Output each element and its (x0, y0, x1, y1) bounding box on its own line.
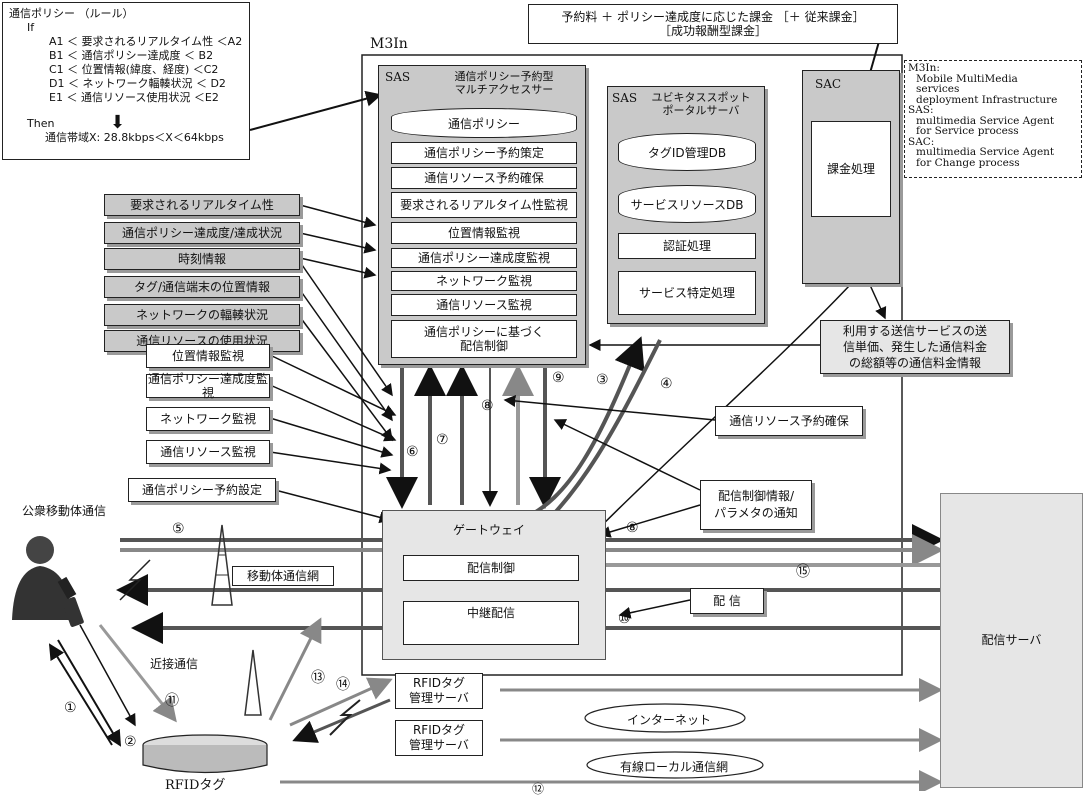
billing-process: 課金処理 (811, 121, 891, 217)
sas1-item: ネットワーク監視 (391, 271, 577, 291)
legend-line: SAS: (908, 104, 934, 116)
lightning-icon (119, 559, 151, 601)
realtime-box: 要求されるリアルタイム性 (104, 194, 300, 216)
relay-delivery: 中継配信 (403, 601, 579, 645)
step-number: ④ (660, 376, 673, 392)
resource-reserve-box: 通信リソース予約確保 (715, 406, 863, 436)
step-number: ① (64, 700, 77, 716)
mobile-network-box: 移動体通信網 (232, 566, 334, 586)
step-number: ⑫ (532, 782, 545, 796)
sac-tag: SAC (815, 77, 842, 91)
step-number: ⑪ (165, 693, 179, 709)
sas-policy-server: SAS 通信ポリシー予約型 マルチアクセスサー 通信ポリシー 通信ポリシー予約策… (378, 65, 586, 365)
public-mobile-label: 公衆移動体通信 (22, 504, 107, 518)
legend-line: M3In: (908, 62, 940, 74)
legend-line: for Change process (916, 156, 1020, 169)
policy-rule: B1 ＜ 通信ポリシー達成度 ＜ B2 (49, 49, 214, 62)
policy-box: 通信ポリシー （ルール） If A1 ＜ 要求されるリアルタイム性 ＜A2 B1… (2, 2, 250, 160)
delivery-info-box: 配信制御情報/ パラメタの通知 (700, 480, 812, 530)
radio-tower-icon (211, 524, 233, 606)
policy-result: 通信帯域X: 28.8kbps＜X＜64kbps (45, 131, 224, 144)
step-number: ⑮ (796, 564, 810, 580)
resource-monitor-box: 通信リソース監視 (146, 440, 270, 464)
gateway-box: ゲートウェイ 配信制御 中継配信 (382, 510, 606, 660)
network-monitor-box: ネットワーク監視 (146, 407, 270, 431)
mobile-phone-icon (62, 597, 84, 627)
m3in-label: M3In (370, 36, 408, 52)
policy-achievement-box: 通信ポリシー達成度/達成状況 (104, 222, 300, 244)
internet-label: インターネット (627, 713, 712, 727)
legend-line: deployment Infrastructure (916, 93, 1058, 106)
sas1-item: 要求されるリアルタイム性監視 (391, 192, 577, 218)
sas1-tag: SAS (385, 70, 411, 84)
gateway-title: ゲートウェイ (453, 523, 526, 537)
internet-cloud (584, 703, 746, 733)
location-info-box: タグ/通信端末の位置情報 (104, 276, 300, 298)
step-number: ⑭ (336, 677, 350, 693)
haishin-box: 配 信 (690, 588, 764, 614)
policy-rule: E1 ＜ 通信リソース使用状況 ＜E2 (49, 91, 219, 104)
sas1-item: 通信ポリシー達成度監視 (391, 248, 577, 268)
auth-process: 認証処理 (618, 233, 756, 259)
step-number: ② (124, 734, 137, 750)
legend-line: multimedia Service Agent (916, 114, 1055, 127)
wired-lan-label: 有線ローカル通信網 (620, 760, 729, 774)
time-info-box: 時刻情報 (104, 248, 300, 270)
policy-then: Then (27, 117, 55, 130)
billing-box: 予約料 ＋ ポリシー達成度に応じた課金 ［＋ 従来課金］ ［成功報酬型課金］ (528, 4, 898, 44)
sas1-title: 通信ポリシー予約型 マルチアクセスサー (454, 70, 554, 96)
legend-box: M3In: Mobile MultiMedia services deploym… (904, 60, 1082, 178)
near-comm-label: 近接通信 (150, 657, 199, 671)
sas1-item: 通信リソース監視 (391, 294, 577, 316)
sas1-item: 通信ポリシー予約策定 (391, 142, 577, 164)
sac-box: SAC 課金処理 (802, 70, 900, 284)
down-arrow-icon: ⬇ (110, 112, 126, 133)
billing-line2: ［成功報酬型課金］ (658, 24, 767, 38)
legend-line: for Service process (916, 125, 1019, 137)
step-number: ⑩ (618, 611, 631, 627)
sas-portal-server: SAS ユビキタススポット ポータルサーバ タグID管理DB サービスリソースD… (607, 86, 765, 324)
policy-monitor-box: 通信ポリシー達成度監視 (146, 371, 270, 400)
delivery-control: 配信制御 (403, 555, 579, 581)
step-number: ⑦ (436, 432, 449, 448)
location-monitor-box: 位置情報監視 (146, 344, 270, 368)
rfid-tag-label: RFIDタグ (165, 778, 226, 793)
tag-id-db: タグID管理DB (618, 133, 756, 171)
step-number: ③ (596, 372, 609, 388)
service-identify-process: サービス特定処理 (618, 271, 756, 315)
antenna-icon (244, 649, 262, 716)
billing-line1: 予約料 ＋ ポリシー達成度に応じた課金 ［＋ 従来課金］ (561, 9, 865, 24)
policy-db: 通信ポリシー (391, 108, 577, 138)
legend-line: Mobile MultiMedia (916, 72, 1018, 85)
lan-cloud (586, 751, 764, 779)
congestion-box: ネットワークの輻輳状況 (104, 304, 300, 326)
step-number: ⑥ (406, 444, 419, 460)
legend-line: multimedia Service Agent (916, 146, 1055, 158)
delivery-server: 配信サーバ (940, 493, 1083, 788)
person-icon (12, 536, 77, 620)
sas2-tag: SAS (612, 91, 638, 105)
policy-rule: C1 ＜ 位置情報(緯度、経度) ＜C2 (49, 63, 219, 76)
step-number: ⑬ (311, 670, 325, 686)
step-number: ⑧ (481, 398, 494, 414)
policy-title: 通信ポリシー （ルール） (9, 7, 134, 20)
sas2-title: ユビキタススポット ポータルサーバ (651, 91, 751, 117)
service-resource-db: サービスリソースDB (618, 185, 756, 223)
policy-setting-box: 通信ポリシー予約設定 (128, 478, 276, 502)
policy-rule: D1 ＜ ネットワーク輻輳状況 ＜ D2 (49, 77, 226, 90)
legend-line: services (916, 83, 960, 95)
step-number: ⑤ (172, 521, 185, 537)
sas1-item: 通信リソース予約確保 (391, 167, 577, 189)
sas1-item: 位置情報監視 (391, 222, 577, 244)
policy-if: If (27, 21, 35, 34)
charge-info-box: 利用する送信サービスの送 信単価、発生した通信料金 の総額等の通信料金情報 (820, 320, 1010, 374)
policy-rule: A1 ＜ 要求されるリアルタイム性 ＜A2 (49, 35, 243, 48)
rfid-server-2: RFIDタグ 管理サーバ (395, 720, 483, 756)
sas1-item: 通信ポリシーに基づく 配信制御 (391, 320, 577, 358)
step-number: ⑨ (552, 370, 565, 386)
legend-line: SAC: (908, 135, 935, 148)
rfid-server-1: RFIDタグ 管理サーバ (395, 673, 483, 709)
step-number: ⑧ (626, 520, 639, 536)
